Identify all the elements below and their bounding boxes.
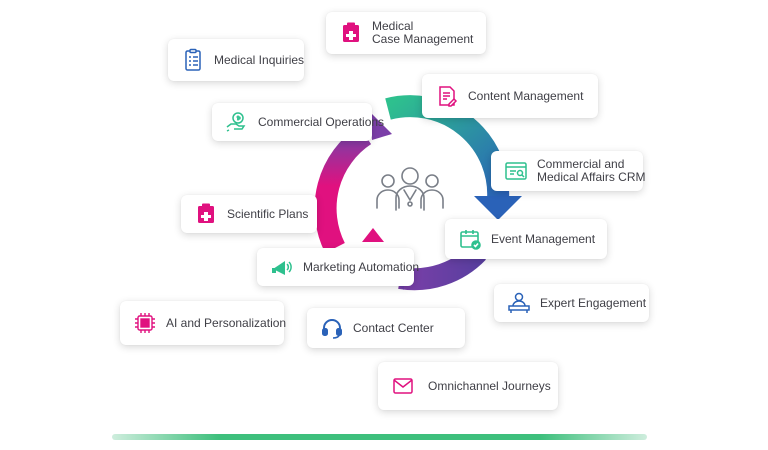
doctors-group-icon bbox=[376, 167, 444, 211]
card-label: Commercial Operations bbox=[258, 114, 385, 129]
card-label: Medical Inquiries bbox=[214, 52, 305, 67]
cycle-arc-top-right bbox=[385, 95, 510, 201]
document-edit-icon bbox=[434, 83, 460, 109]
card-ai-personalization[interactable]: AI and Personalization bbox=[120, 301, 287, 345]
cycle-arrow-top-left bbox=[370, 112, 392, 140]
card-omnichannel-journeys[interactable]: Omnichannel Journeys bbox=[378, 362, 558, 410]
cycle-arc-left bbox=[314, 125, 372, 253]
medical-kit-icon bbox=[193, 201, 219, 227]
card-label: Expert Engagement bbox=[540, 295, 647, 310]
card-label: Event Management bbox=[491, 231, 596, 246]
card-label: Marketing Automation bbox=[303, 259, 420, 274]
card-label: Commercial and Medical Affairs CRM bbox=[537, 157, 646, 184]
card-medical-case-management[interactable]: Medical Case Management bbox=[326, 12, 486, 54]
card-label: AI and Personalization bbox=[166, 315, 287, 330]
card-scientific-plans[interactable]: Scientific Plans bbox=[181, 195, 317, 233]
card-contact-center[interactable]: Contact Center bbox=[307, 308, 465, 348]
card-label: Medical Case Management bbox=[372, 19, 474, 46]
card-commercial-medical-affairs-crm[interactable]: Commercial and Medical Affairs CRM bbox=[491, 151, 646, 191]
calendar-check-icon bbox=[457, 226, 483, 252]
cycle-arrow-bottom-left bbox=[362, 228, 384, 242]
card-label: Scientific Plans bbox=[227, 206, 309, 221]
clipboard-list-icon bbox=[180, 47, 206, 73]
hand-money-icon bbox=[224, 109, 250, 135]
card-label: Contact Center bbox=[353, 320, 434, 335]
ai-chip-icon bbox=[132, 310, 158, 336]
floor-line bbox=[112, 434, 647, 440]
card-event-management[interactable]: Event Management bbox=[445, 219, 607, 259]
card-label: Content Management bbox=[468, 88, 584, 103]
cycle-arrow-top-right bbox=[474, 196, 522, 220]
medical-kit-icon bbox=[338, 20, 364, 46]
card-label: Omnichannel Journeys bbox=[428, 378, 551, 393]
expert-desk-icon bbox=[506, 290, 532, 316]
card-marketing-automation[interactable]: Marketing Automation bbox=[257, 248, 419, 286]
card-expert-engagement[interactable]: Expert Engagement bbox=[494, 284, 649, 322]
card-content-management[interactable]: Content Management bbox=[422, 74, 598, 118]
card-commercial-operations[interactable]: Commercial Operations bbox=[212, 103, 384, 141]
megaphone-icon bbox=[269, 254, 295, 280]
headset-icon bbox=[319, 315, 345, 341]
envelope-icon bbox=[390, 373, 416, 399]
crm-window-icon bbox=[503, 158, 529, 184]
card-medical-inquiries[interactable]: Medical Inquiries bbox=[168, 39, 304, 81]
